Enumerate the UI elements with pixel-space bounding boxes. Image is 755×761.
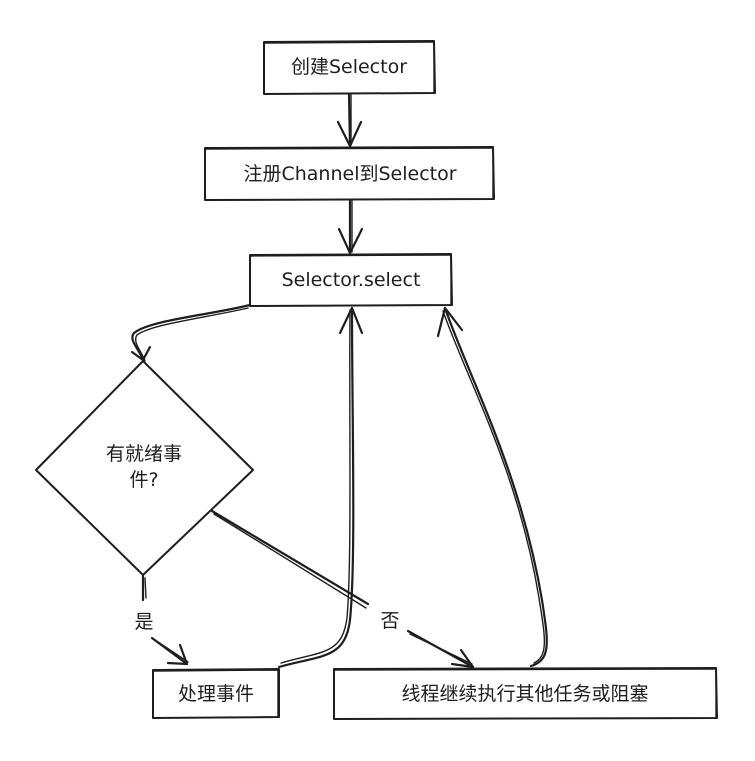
edge-no-label: 否: [380, 610, 399, 632]
edge-decision-yes: 是: [134, 574, 189, 666]
edge-continue-to-select: [436, 306, 548, 668]
node-handle-event-label: 处理事件: [178, 683, 254, 705]
node-selector-select: Selector.select: [249, 253, 453, 307]
node-register-channel: 注册Channel到Selector: [204, 146, 495, 201]
node-has-ready-event-decision: 有就绪事 件?: [35, 360, 254, 576]
edge-create-to-register: [336, 92, 363, 148]
node-create-selector-label: 创建Selector: [291, 56, 407, 78]
edge-select-to-decision: [130, 303, 252, 362]
decision-label-line1: 有就绪事: [106, 443, 182, 465]
edge-yes-label: 是: [134, 611, 153, 633]
edge-decision-no: 否: [210, 509, 475, 669]
node-selector-select-label: Selector.select: [282, 269, 421, 291]
node-continue-other-task-label: 线程继续执行其他任务或阻塞: [401, 683, 648, 705]
node-continue-other-task: 线程继续执行其他任务或阻塞: [333, 667, 718, 720]
node-register-channel-label: 注册Channel到Selector: [243, 163, 456, 185]
node-handle-event: 处理事件: [152, 668, 280, 719]
edge-handle-to-select: [277, 306, 364, 669]
decision-label-line2: 件?: [129, 469, 158, 491]
node-create-selector: 创建Selector: [263, 40, 436, 95]
edge-register-to-select: [337, 198, 364, 255]
